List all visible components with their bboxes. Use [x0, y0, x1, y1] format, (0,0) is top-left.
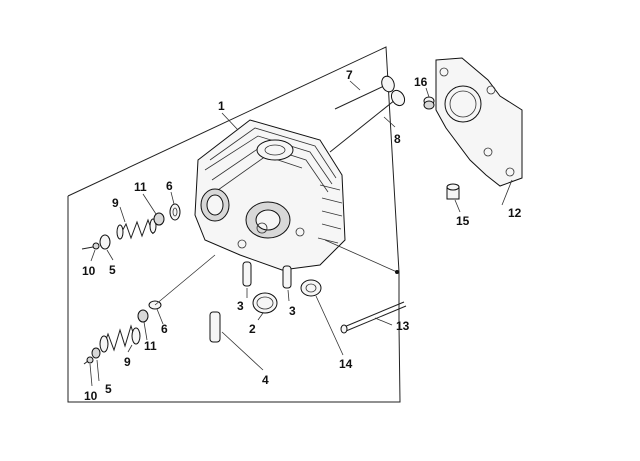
callout-16: 16: [414, 75, 428, 89]
callout-9-upper: 9: [112, 196, 119, 210]
valve-part-7: [334, 75, 395, 110]
callout-10-upper: 10: [82, 264, 96, 278]
o-ring-2: [252, 292, 278, 314]
callout-6-upper: 6: [166, 179, 173, 193]
dowel-16: [423, 96, 435, 110]
bushing-15: [446, 183, 460, 200]
assembly-boundary: [67, 46, 401, 403]
leader-lines: [89, 80, 513, 387]
callout-2: 2: [249, 322, 256, 336]
valve-part-8: [329, 89, 406, 153]
callout-9-lower: 9: [124, 355, 131, 369]
callout-4: 4: [262, 373, 269, 387]
upper-valve-spring-assembly: [81, 203, 181, 250]
callout-15: 15: [456, 214, 470, 228]
callout-labels: 1 7 16 8 11 6 9 10 5 12 15 3 3 2 6 11 9 …: [82, 68, 522, 403]
callout-5-lower: 5: [105, 382, 112, 396]
cylinder-head: [194, 119, 346, 271]
callout-3-right: 3: [289, 304, 296, 318]
callout-10-lower: 10: [84, 389, 98, 403]
callout-5-upper: 5: [109, 263, 116, 277]
head-gasket-12: [435, 57, 523, 187]
lower-valve-spring-assembly: [83, 300, 162, 365]
leader-dot: [395, 270, 399, 274]
spark-plug-tube-14: [300, 279, 322, 297]
callout-12: 12: [508, 206, 522, 220]
callout-11-lower: 11: [144, 339, 157, 353]
callout-14: 14: [339, 357, 353, 371]
callout-6-lower: 6: [161, 322, 168, 336]
callout-3-left: 3: [237, 299, 244, 313]
dowel-pins-3: [242, 261, 292, 289]
callout-13: 13: [396, 319, 410, 333]
callout-1: 1: [218, 99, 225, 113]
callout-7: 7: [346, 68, 353, 82]
callout-11-upper: 11: [134, 180, 147, 194]
valve-guide-4: [209, 311, 221, 343]
callout-8: 8: [394, 132, 401, 146]
